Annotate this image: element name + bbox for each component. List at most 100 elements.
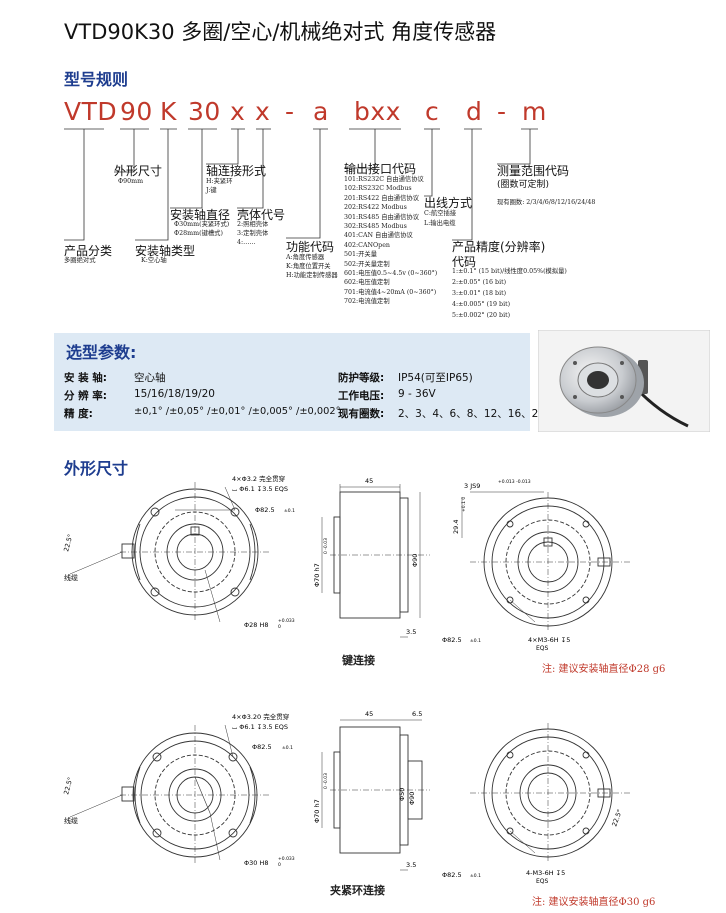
d2-pilot: Φ70 h7 <box>313 563 321 587</box>
legend-shell-desc-2: 3:定制壳体 <box>237 230 269 237</box>
drawing-front-key: 4×Φ3.2 完全贯穿 ⌴ Φ6.1 ↧3.5 EQS Φ82.5 ±0.1 Φ… <box>62 474 295 630</box>
code-dash2: - <box>497 97 507 126</box>
d5-dia: Φ90 <box>408 792 416 805</box>
d4-bore: Φ30 H8 <box>244 859 268 867</box>
note-key: 注: 建议安装轴直径Φ28 g6 <box>542 664 666 675</box>
output-item: 502:开关量定制 <box>344 260 390 268</box>
param-shaft-label: 安 装 轴: <box>64 372 108 384</box>
drawing-rear-key: 3 JS9 +0.013 -0.013 29.4 +0.1 0 Φ82.5 ±0… <box>442 479 630 652</box>
legend-precision-code: 代码 <box>452 255 477 269</box>
caption-key: 键连接 <box>342 654 375 667</box>
param-shaft-value: 空心轴 <box>134 372 166 384</box>
legend-output: 输出接口代码 <box>344 162 417 176</box>
param-turns-label: 现有圈数: <box>338 408 385 420</box>
d6-eqs: EQS <box>536 878 549 885</box>
d2-flange: 3.5 <box>406 628 416 636</box>
legend-cable-desc-2: L:输出电缆 <box>424 220 456 227</box>
legend-outer-size: 外形尺寸 <box>114 164 163 178</box>
caption-clamp: 夹紧环连接 <box>330 884 385 897</box>
param-acc-value: ±0,1° /±0,05° /±0,01° /±0,005° /±0,002° <box>134 406 341 417</box>
output-item: 401:CAN 自由通信协议 <box>344 232 413 240</box>
param-res-label: 分 辨 率: <box>64 390 108 402</box>
code-x1: x <box>230 97 246 126</box>
legend-precision: 产品精度(分辨率) <box>452 240 546 254</box>
legend-function-desc-2: K:角度位置开关 <box>286 263 331 270</box>
param-res-value: 15/16/18/19/20 <box>134 388 215 400</box>
output-item: 601:电压值0.5~4.5v (0~360°) <box>344 270 438 278</box>
d1-holes: 4×Φ3.2 完全贯穿 <box>232 474 285 483</box>
d4-bore-tol: +0.033 <box>278 856 295 862</box>
legend-function-desc-1: A:角度传感器 <box>286 254 325 261</box>
d5-hub: Φ50 <box>398 788 406 801</box>
code-dash1: - <box>285 97 295 126</box>
param-ip-value: IP54(可至IP65) <box>398 372 473 384</box>
legend-cable-desc-1: C:航空插接 <box>424 210 457 217</box>
legend-axis-conn: 轴连接形式 <box>206 164 267 178</box>
code-a: a <box>313 97 329 126</box>
output-item: 101:RS232C 自由通信协议 <box>344 176 424 183</box>
d4-cbore: ⌴ Φ6.1 ↧3.5 EQS <box>232 723 288 731</box>
d1-tol1: ±0.1 <box>284 508 295 514</box>
param-voltage-label: 工作电压: <box>338 390 385 402</box>
d3-key-tol: +0.013 -0.013 <box>498 479 531 485</box>
output-item: 301:RS485 自由通信协议 <box>344 213 419 221</box>
legend-range: 测量范围代码 <box>497 164 570 178</box>
page-title: VTD90K30 多圈/空心/机械绝对式 角度传感器 <box>64 20 497 44</box>
output-item: 701:电流值4~20mA (0~360°) <box>344 288 437 296</box>
d2-dia: Φ90 <box>411 554 419 567</box>
params-panel <box>54 333 530 431</box>
output-item: 702:电流值定制 <box>344 298 390 306</box>
d3-threads: 4×M3-6H ↧5 <box>528 636 570 644</box>
output-item: 602:电压值定制 <box>344 279 390 287</box>
params-heading: 选型参数: <box>66 343 137 362</box>
legend-shell: 壳体代号 <box>237 208 286 222</box>
d4-bore-tol2: 0 <box>278 862 281 868</box>
d4-pcd: Φ82.5 <box>252 743 272 751</box>
legend-shell-desc-1: 2:照相壳体 <box>237 221 269 228</box>
legend-function: 功能代码 <box>286 240 335 254</box>
d3-depth-tol: +0.1 0 <box>461 497 467 512</box>
legend-product-class: 产品分类 <box>64 244 113 258</box>
product-photo <box>538 330 710 432</box>
legend-outer-size-desc: Φ90mm <box>118 178 144 185</box>
d1-pcd: Φ82.5 <box>255 506 275 514</box>
d3-key: 3 JS9 <box>464 482 480 490</box>
legend-axis-dia-desc-1: Φ30mm(夹紧环式) <box>174 221 230 228</box>
precision-item: 5:±0.002° (20 bit) <box>452 312 511 319</box>
legend-range-sub: (圈数可定制) <box>497 180 550 190</box>
d3-tol: ±0.1 <box>470 638 481 644</box>
legend-shell-desc-3: 4:…… <box>237 239 256 246</box>
output-item: 302:RS485 Modbus <box>344 223 407 231</box>
d4-cable: 线缆 <box>64 816 78 825</box>
d3-eqs: EQS <box>536 645 549 652</box>
d1-bore: Φ28 H8 <box>244 621 268 629</box>
d4-holes: 4×Φ3.20 完全贯穿 <box>232 712 289 721</box>
d5-len: 45 <box>365 710 373 718</box>
code-x2: x <box>255 97 271 126</box>
dimensions-heading: 外形尺寸 <box>64 459 129 478</box>
model-rule-heading: 型号规则 <box>64 70 129 89</box>
legend-axis-dia-desc-2: Φ28mm(键槽式) <box>174 230 223 237</box>
d1-cbore: ⌴ Φ6.1 ↧3.5 EQS <box>232 485 288 493</box>
d5-pilot-tol: 0 -0.03 <box>323 773 329 789</box>
code-bxx: bxx <box>354 97 401 126</box>
param-ip-label: 防护等级: <box>338 372 385 384</box>
d1-angle: 22.5° <box>62 533 74 552</box>
d1-cable: 线缆 <box>64 573 78 582</box>
model-rule-lines <box>64 128 538 241</box>
output-item: 102:RS232C Modbus <box>344 185 412 193</box>
output-item: 201:RS422 自由通信协议 <box>344 194 419 202</box>
legend-axis-conn-desc-2: J:键 <box>206 187 217 194</box>
legend-axis-conn-desc-1: H:夹紧环 <box>206 178 233 185</box>
d6-tol: ±0.1 <box>470 873 481 879</box>
d4-angle: 22.5° <box>62 776 74 795</box>
output-item: 402:CANOpen <box>344 241 390 249</box>
drawing-rear-clamp: 22.5° Φ82.5 ±0.1 4-M3-6H ↧5 EQS <box>442 723 630 885</box>
d4-tol1: ±0.1 <box>282 745 293 751</box>
drawing-side-clamp: 45 6.5 Φ90 Φ50 Φ70 h7 0 -0.03 3.5 <box>313 710 430 871</box>
d3-depth: 29.4 <box>452 520 460 534</box>
code-c: c <box>425 97 440 126</box>
note-clamp: 注: 建议安装轴直径Φ30 g6 <box>532 897 656 908</box>
d5-pilot: Φ70 h7 <box>313 799 321 823</box>
code-k: K <box>160 97 177 126</box>
